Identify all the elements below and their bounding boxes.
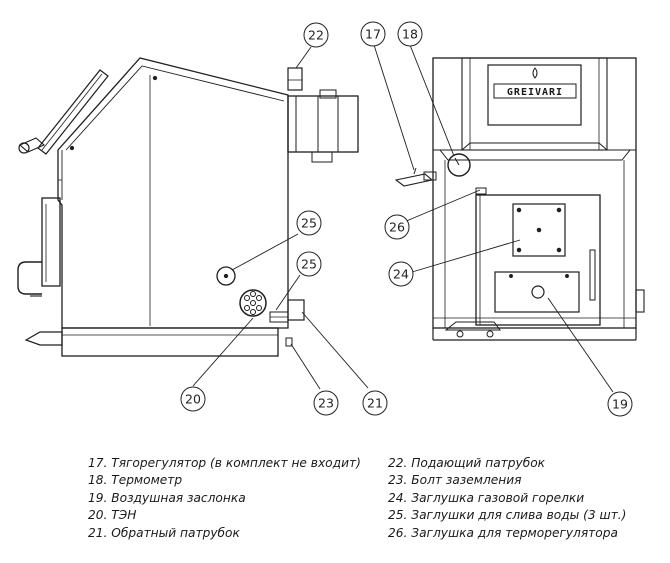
boiler-technical-drawing: GREIVARI 22 25 25 20 23 21 17 18 26 24	[17, 21, 645, 417]
thermometer	[447, 153, 471, 177]
svg-text:18: 18	[402, 27, 418, 42]
legend-item: 21. Обратный патрубок	[88, 525, 240, 540]
legend-item: 24. Заглушка газовой горелки	[388, 490, 585, 505]
callout-25-upper: 25	[296, 210, 322, 236]
side-front-door	[41, 197, 61, 287]
side-view	[17, 57, 359, 357]
return-pipe	[287, 299, 305, 321]
callout-25-lower: 25	[296, 251, 322, 277]
svg-text:26: 26	[389, 220, 405, 235]
callout-18: 18	[397, 21, 423, 47]
front-door	[475, 194, 601, 326]
legend-right-column: 22. Подающий патрубок 23. Болт заземлени…	[388, 455, 626, 542]
blower-unit	[287, 95, 359, 153]
svg-text:23: 23	[318, 396, 334, 411]
legend-item: 23. Болт заземления	[388, 473, 522, 488]
svg-text:19: 19	[612, 397, 628, 412]
svg-text:20: 20	[185, 392, 201, 407]
callout-17: 17	[360, 21, 386, 47]
callout-22: 22	[303, 22, 329, 48]
brand-name: GREIVARI	[507, 87, 563, 98]
side-base	[61, 327, 279, 357]
brand-plate	[487, 64, 582, 126]
supply-pipe	[287, 67, 303, 91]
callout-20: 20	[180, 386, 206, 412]
drain-plug	[216, 266, 236, 286]
thermostat-plug	[475, 187, 487, 195]
svg-text:17: 17	[365, 27, 381, 42]
legend-item: 19. Воздушная заслонка	[88, 490, 246, 505]
legend-item: 22. Подающий патрубок	[388, 456, 546, 470]
svg-text:25: 25	[301, 216, 317, 231]
legend-left-column: 17. Тягорегулятор (в комплект не входит)…	[88, 455, 361, 542]
leader-lines	[192, 44, 614, 393]
heating-element	[239, 289, 267, 317]
svg-text:24: 24	[393, 267, 409, 282]
callout-19: 19	[607, 391, 633, 417]
side-body-outline	[57, 57, 289, 329]
callout-21: 21	[362, 390, 388, 416]
callout-26: 26	[384, 214, 410, 240]
draft-regulator	[394, 167, 437, 187]
legend-item: 18. Термометр	[88, 473, 183, 488]
legend-item: 25. Заглушки для слива воды (3 шт.)	[388, 508, 627, 523]
legend-item: 20. ТЭН	[88, 508, 137, 523]
svg-text:25: 25	[301, 257, 317, 272]
svg-text:22: 22	[308, 28, 324, 43]
side-top-lid	[37, 69, 109, 155]
front-view	[394, 57, 645, 341]
gas-burner-plate	[512, 203, 566, 257]
svg-text:21: 21	[367, 396, 383, 411]
callout-23: 23	[313, 390, 339, 416]
callout-24: 24	[388, 261, 414, 287]
legend-item: 26. Заглушка для терморегулятора	[388, 525, 618, 540]
legend-item: 17. Тягорегулятор (в комплект не входит)	[88, 456, 361, 470]
air-damper	[494, 271, 580, 313]
